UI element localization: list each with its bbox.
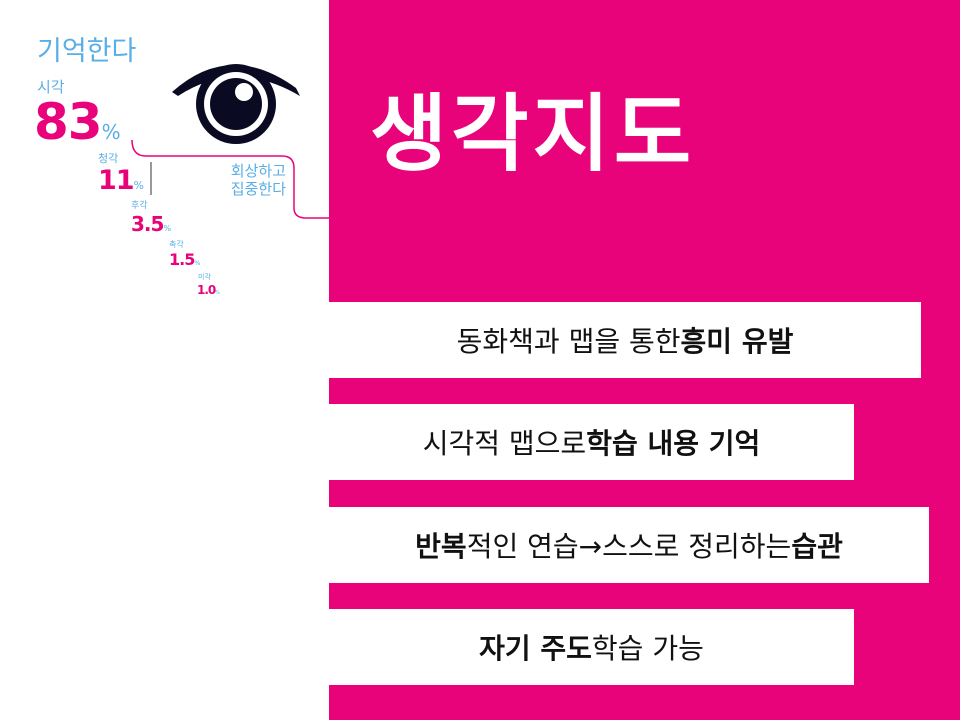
sense-value: 11%: [98, 165, 144, 196]
eye-icon: [172, 64, 300, 144]
sense-value: 83%: [34, 93, 121, 151]
point-1: 동화책과 맵을 통한 흥미 유발: [329, 302, 921, 378]
infographic-heading: 기억한다: [37, 36, 137, 67]
sense-label: 미각: [198, 273, 211, 281]
sense-value: 1.5%: [169, 250, 201, 269]
sense-value: 1.0%: [197, 283, 220, 297]
sense-value: 3.5%: [131, 212, 172, 236]
sense-label: 시각: [37, 78, 65, 96]
sense-label: 촉각: [169, 240, 184, 249]
sense-label: 후각: [131, 201, 148, 211]
slide-title: 생각지도: [370, 85, 696, 183]
point-4: 자기 주도 학습 가능: [329, 609, 854, 685]
connector-lines: [131, 139, 329, 219]
point-2: 시각적 맵으로 학습 내용 기억: [329, 404, 854, 480]
sense-label: 청각: [98, 152, 119, 165]
